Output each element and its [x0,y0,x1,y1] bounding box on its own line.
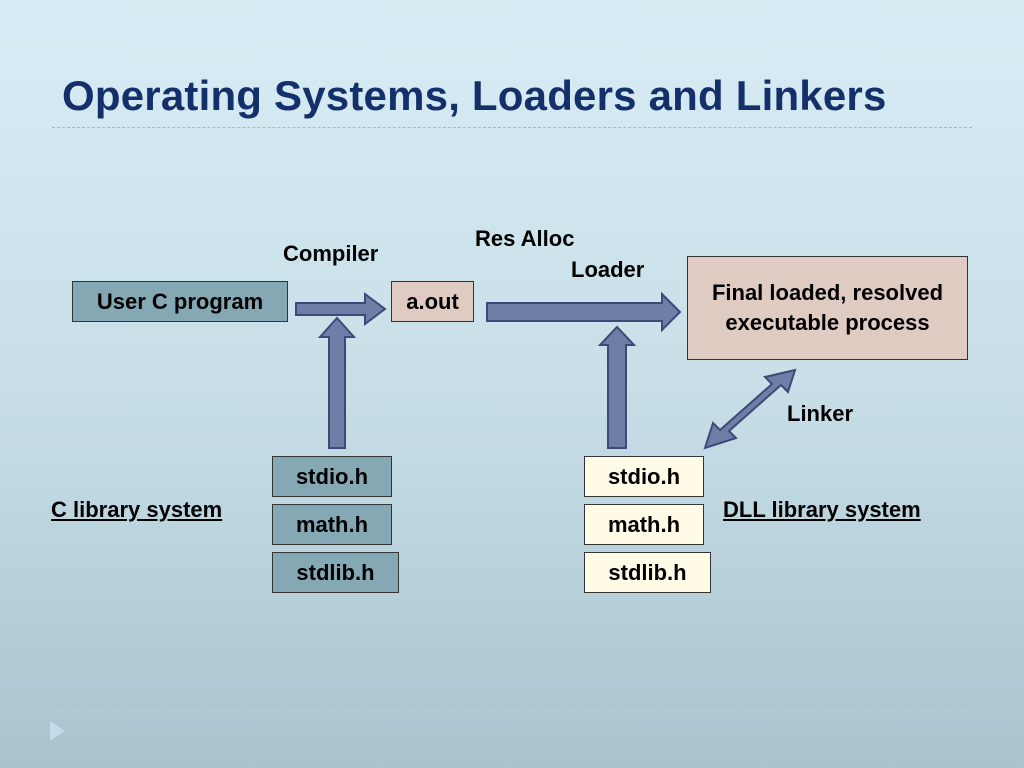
c-library-system-label: C library system [51,497,223,522]
title-divider [52,127,972,128]
compiler-arrow [295,292,387,326]
slide-title: Operating Systems, Loaders and Linkers [62,72,887,119]
footer-divider [52,711,972,712]
loader-label: Loader [571,257,645,282]
c-library-math-box: math.h [272,504,392,545]
dll-library-system-label: DLL library system [723,497,921,522]
res-alloc-label: Res Alloc [475,226,575,251]
compiler-label: Compiler [283,241,379,266]
user-c-program-box: User C program [72,281,288,322]
linker-label: Linker [787,401,854,426]
dll-library-math-box: math.h [584,504,704,545]
loader-arrow [486,291,682,333]
dll-library-stdio-box: stdio.h [584,456,704,497]
dll-library-stdlib-box: stdlib.h [584,552,711,593]
final-process-box: Final loaded, resolved executable proces… [687,256,968,360]
linker-double-arrow [703,368,797,450]
c-library-up-arrow [317,316,357,449]
a-out-box: a.out [391,281,474,322]
c-library-stdlib-box: stdlib.h [272,552,399,593]
slide-nav-triangle-icon [50,721,65,741]
dll-library-up-arrow [597,325,637,449]
c-library-stdio-box: stdio.h [272,456,392,497]
